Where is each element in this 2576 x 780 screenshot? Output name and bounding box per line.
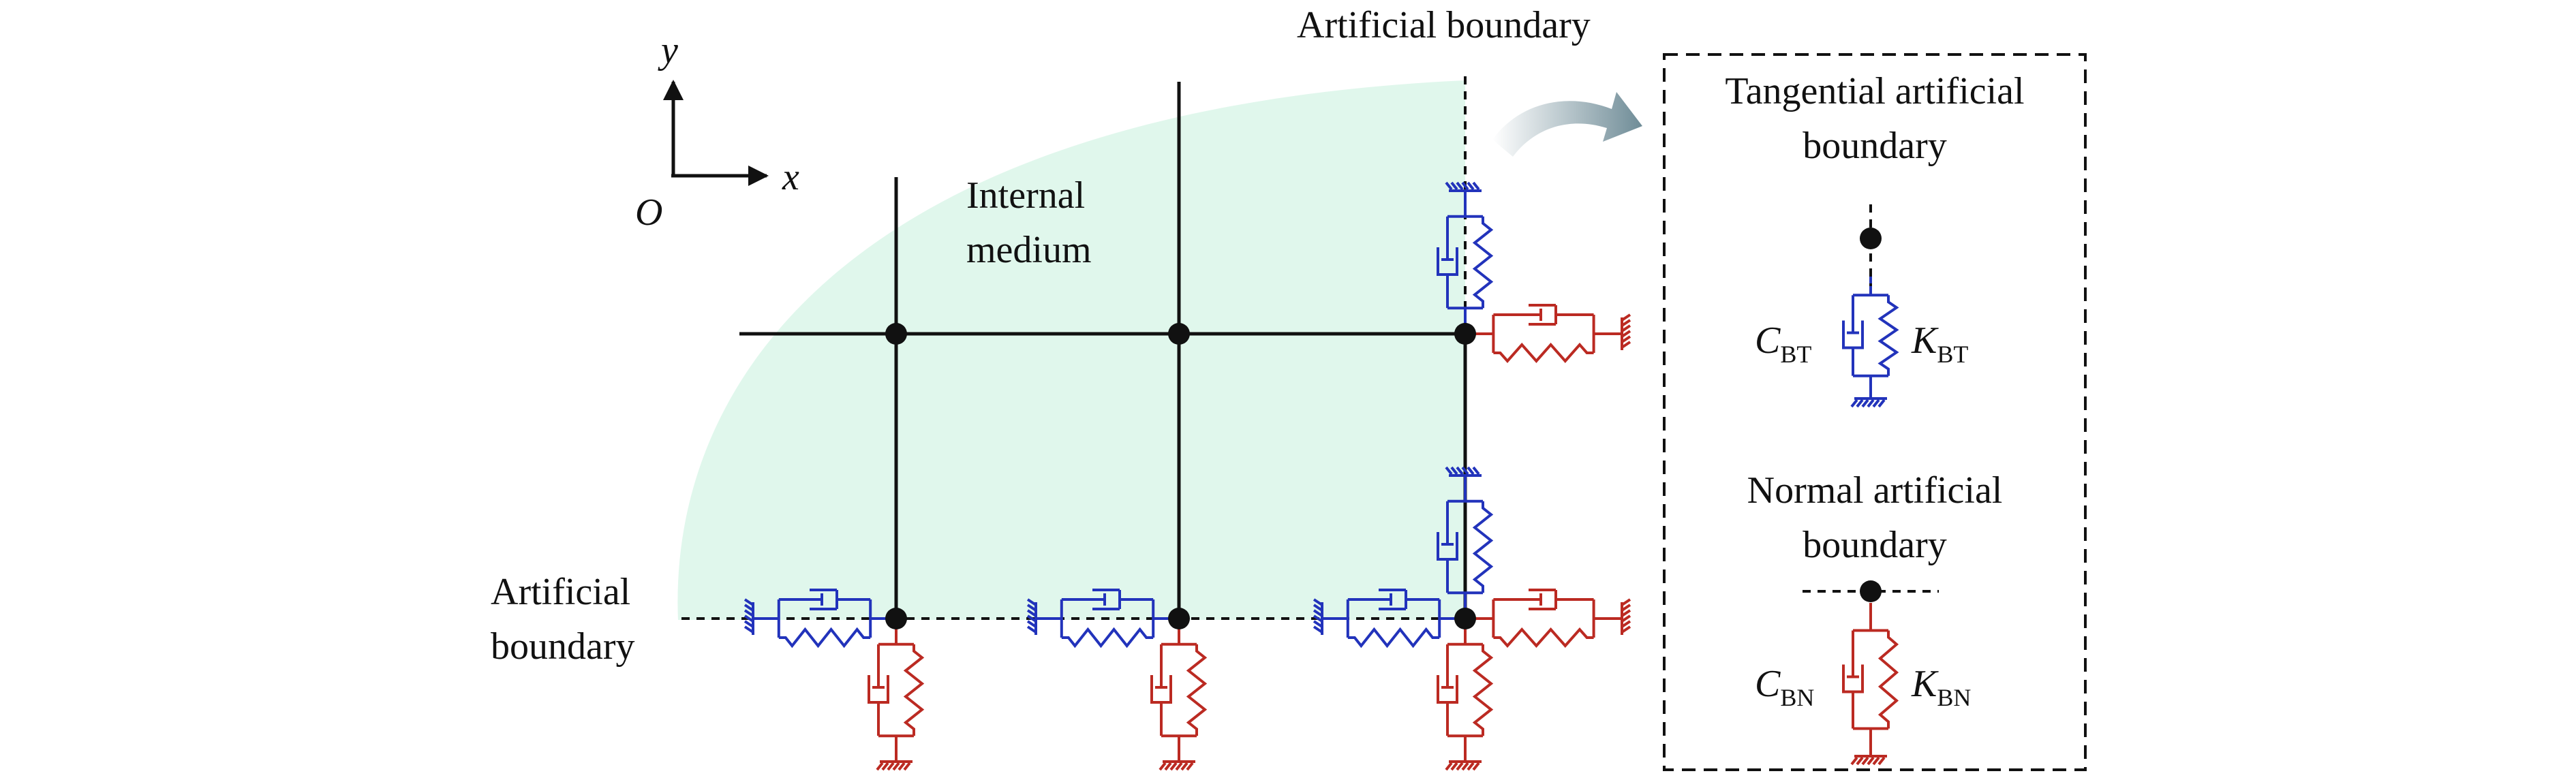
- spring-icon: [1061, 627, 1154, 649]
- normal-unit-bottom-2: [1150, 619, 1208, 771]
- spring-icon: [1877, 630, 1899, 729]
- artificial-boundary-top-label: Artificial boundary: [1297, 4, 1591, 46]
- legend-normal-unit: [1842, 603, 1899, 766]
- nodes: [885, 323, 1476, 629]
- spring-icon: [903, 644, 925, 736]
- artificial-boundary-left-label-line1: Artificial: [491, 571, 630, 613]
- legend-tangential-unit: [1842, 272, 1899, 408]
- spring-icon: [1472, 501, 1494, 593]
- axis-x-label: x: [782, 156, 799, 198]
- artificial-boundary-lines: [681, 76, 1467, 620]
- spring-icon: [1347, 627, 1440, 649]
- origin-label: O: [635, 191, 662, 234]
- pointer-arrow: [1492, 92, 1642, 157]
- node: [1168, 323, 1190, 345]
- spring-icon: [1472, 644, 1494, 736]
- spring-icon: [1186, 644, 1208, 736]
- k-bn-label: KBN: [1911, 663, 1971, 711]
- tangential-title-line2: boundary: [1803, 125, 1947, 167]
- legend-node-normal: [1860, 580, 1882, 602]
- k-bt-label: KBT: [1911, 319, 1968, 368]
- artificial-boundary-left-label-line2: boundary: [491, 625, 635, 668]
- axis-y-label: y: [658, 29, 678, 72]
- spring-icon: [778, 627, 871, 649]
- spring-icon: [1493, 342, 1594, 364]
- normal-unit-right-upper: [1465, 304, 1631, 364]
- internal-medium-label-line1: Internal: [966, 174, 1085, 217]
- normal-title-line1: Normal artificial: [1747, 469, 2003, 512]
- legend-panel: Tangential artificial boundary CBT KBT N…: [1663, 53, 2087, 771]
- tangential-unit-bottom-3: [1313, 589, 1465, 649]
- node: [1454, 323, 1476, 345]
- tangential-unit-right-upper: [1437, 181, 1494, 334]
- internal-medium-region: [677, 80, 1465, 620]
- normal-unit-bottom-1: [868, 619, 925, 771]
- node: [885, 608, 907, 629]
- node: [885, 323, 907, 345]
- spring-damper-elements: [743, 181, 1899, 771]
- normal-unit-right-lower: [1465, 589, 1631, 649]
- node: [1454, 608, 1476, 629]
- tangential-unit-bottom-1: [743, 589, 896, 649]
- c-bn-label: CBN: [1755, 663, 1814, 711]
- tangential-title-line1: Tangential artificial: [1725, 70, 2024, 112]
- spring-icon: [1493, 627, 1594, 649]
- normal-title-line2: boundary: [1803, 524, 1947, 566]
- node: [1168, 608, 1190, 629]
- internal-medium-label-line2: medium: [966, 229, 1092, 271]
- c-bt-label: CBT: [1755, 319, 1811, 368]
- tangential-unit-right-lower: [1437, 466, 1494, 619]
- spring-icon: [1877, 295, 1899, 376]
- coordinate-axes: y x O: [635, 29, 799, 234]
- normal-unit-bottom-3: [1437, 619, 1494, 771]
- spring-icon: [1472, 216, 1494, 309]
- legend-node-tangential: [1860, 228, 1882, 249]
